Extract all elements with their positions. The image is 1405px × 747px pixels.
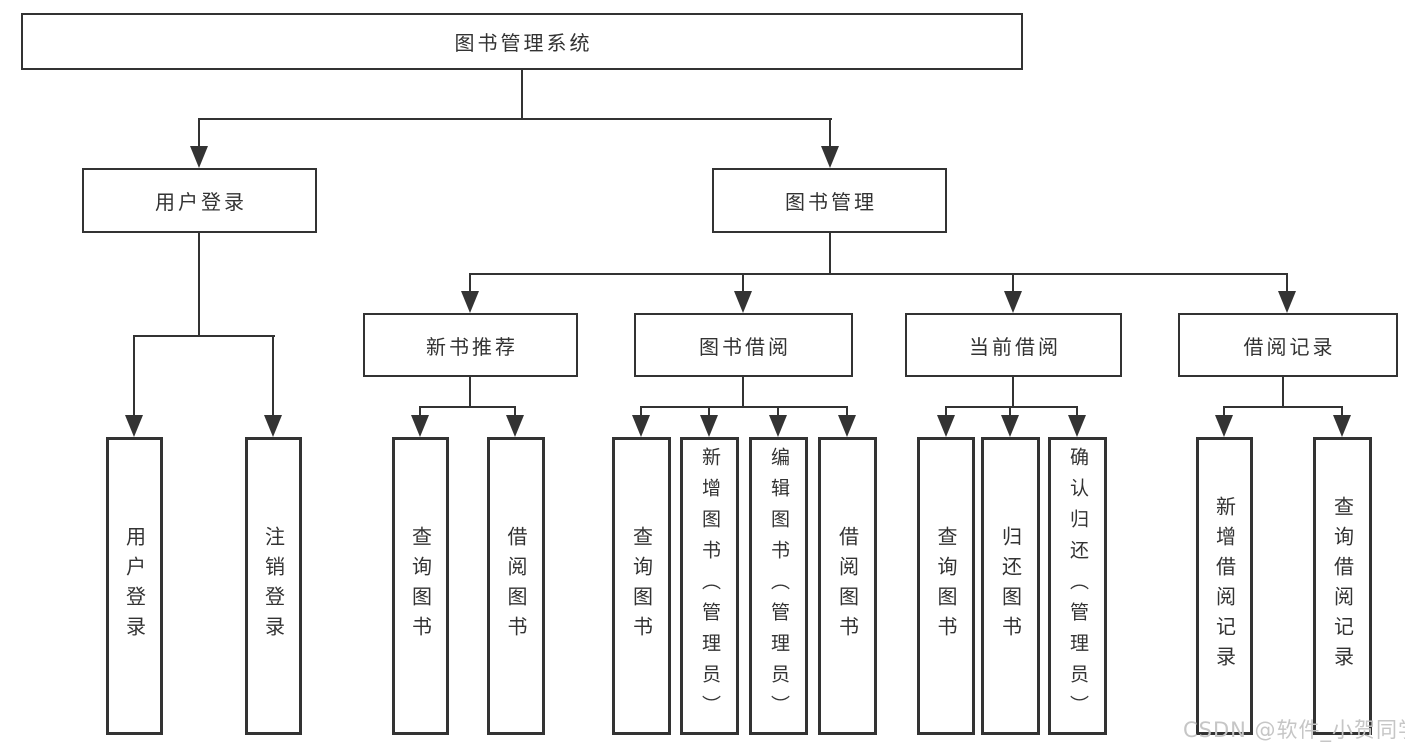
leaf-borrow-books-rec-label: 借阅图书 bbox=[504, 526, 528, 646]
leaf-logout-label: 注销登录 bbox=[261, 526, 286, 646]
csdn-watermark: CSDN @软件_小贺同学 bbox=[1183, 718, 1405, 742]
arrow-down-icon bbox=[1215, 406, 1233, 437]
leaf-return-books: 归还图书 bbox=[981, 437, 1040, 735]
connector-borrow-records-stem bbox=[1282, 377, 1284, 406]
leaf-query-borrow-record-label: 查询借阅记录 bbox=[1330, 496, 1355, 676]
arrow-down-icon bbox=[1004, 273, 1022, 313]
arrow-down-icon bbox=[769, 406, 787, 437]
node-new-book-rec: 新书推荐 bbox=[363, 313, 578, 377]
leaf-query-books-rec: 查询图书 bbox=[392, 437, 449, 735]
arrow-down-icon bbox=[821, 118, 839, 168]
leaf-query-books-current: 查询图书 bbox=[917, 437, 975, 735]
connector-book-mgmt-rail bbox=[470, 273, 1287, 275]
leaf-borrow-books-rec: 借阅图书 bbox=[487, 437, 545, 735]
connector-current-borrow-stem bbox=[1012, 377, 1014, 406]
arrow-down-icon bbox=[700, 406, 718, 437]
leaf-return-books-label: 归还图书 bbox=[998, 526, 1023, 646]
leaf-edit-book-admin-label: 编辑图书（管理员） bbox=[768, 446, 790, 726]
arrow-down-icon bbox=[1001, 406, 1019, 437]
node-root-label: 图书管理系统 bbox=[454, 31, 593, 55]
connector-current-borrow-rail bbox=[946, 406, 1078, 408]
leaf-add-book-admin-label: 新增图书（管理员） bbox=[699, 446, 721, 726]
node-new-book-rec-label: 新书推荐 bbox=[426, 334, 518, 359]
leaf-query-books-borrow: 查询图书 bbox=[612, 437, 671, 735]
leaf-borrow-books-label: 借阅图书 bbox=[835, 526, 860, 646]
leaf-add-borrow-record: 新增借阅记录 bbox=[1196, 437, 1253, 735]
leaf-add-book-admin: 新增图书（管理员） bbox=[680, 437, 739, 735]
connector-borrow-records-rail bbox=[1224, 406, 1343, 408]
leaf-confirm-return-admin: 确认归还（管理员） bbox=[1048, 437, 1107, 735]
arrow-down-icon bbox=[734, 273, 752, 313]
leaf-add-borrow-record-label: 新增借阅记录 bbox=[1212, 496, 1237, 676]
node-book-borrow-label: 图书借阅 bbox=[699, 334, 791, 359]
leaf-query-books-borrow-label: 查询图书 bbox=[629, 526, 654, 646]
leaf-user-login: 用户登录 bbox=[106, 437, 163, 735]
leaf-borrow-books: 借阅图书 bbox=[818, 437, 877, 735]
arrow-down-icon bbox=[632, 406, 650, 437]
leaf-edit-book-admin: 编辑图书（管理员） bbox=[749, 437, 808, 735]
node-root: 图书管理系统 bbox=[21, 13, 1023, 70]
arrow-down-icon bbox=[125, 335, 143, 437]
leaf-query-books-rec-label: 查询图书 bbox=[408, 526, 433, 646]
connector-root-stem bbox=[521, 70, 523, 118]
leaf-confirm-return-admin-label: 确认归还（管理员） bbox=[1067, 446, 1089, 726]
arrow-down-icon bbox=[1333, 406, 1351, 437]
connector-new-book-rec-stem bbox=[469, 377, 471, 406]
arrow-down-icon bbox=[1068, 406, 1086, 437]
arrow-down-icon bbox=[1278, 273, 1296, 313]
node-book-mgmt: 图书管理 bbox=[712, 168, 947, 233]
arrow-down-icon bbox=[461, 273, 479, 313]
leaf-user-login-label: 用户登录 bbox=[122, 526, 147, 646]
arrow-down-icon bbox=[937, 406, 955, 437]
arrow-down-icon bbox=[838, 406, 856, 437]
connector-user-login-stem bbox=[198, 233, 200, 335]
leaf-logout: 注销登录 bbox=[245, 437, 302, 735]
connector-user-login-rail bbox=[133, 335, 275, 337]
leaf-query-borrow-record: 查询借阅记录 bbox=[1313, 437, 1372, 735]
node-user-login-label: 用户登录 bbox=[155, 190, 247, 214]
node-borrow-records: 借阅记录 bbox=[1178, 313, 1398, 377]
arrow-down-icon bbox=[190, 118, 208, 168]
node-user-login: 用户登录 bbox=[82, 168, 317, 233]
arrow-down-icon bbox=[411, 406, 429, 437]
node-borrow-records-label: 借阅记录 bbox=[1243, 334, 1336, 359]
node-current-borrow-label: 当前借阅 bbox=[969, 334, 1061, 359]
arrow-down-icon bbox=[506, 406, 524, 437]
node-current-borrow: 当前借阅 bbox=[905, 313, 1122, 377]
node-book-mgmt-label: 图书管理 bbox=[785, 190, 877, 214]
arrow-down-icon bbox=[264, 335, 282, 437]
connector-book-borrow-stem bbox=[742, 377, 744, 406]
connector-root-rail bbox=[198, 118, 832, 120]
node-book-borrow: 图书借阅 bbox=[634, 313, 853, 377]
connector-book-mgmt-stem bbox=[829, 233, 831, 273]
connector-new-book-rec-rail bbox=[420, 406, 516, 408]
leaf-query-books-current-label: 查询图书 bbox=[934, 526, 958, 646]
connector-book-borrow-rail bbox=[641, 406, 848, 408]
